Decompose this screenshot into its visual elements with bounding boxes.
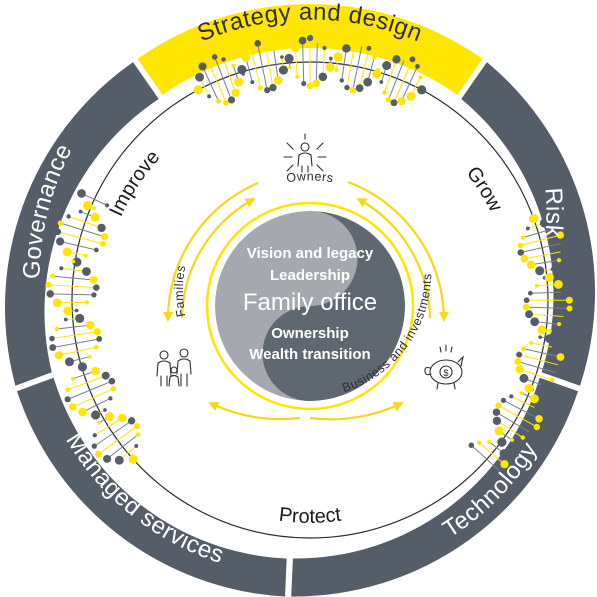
arrow-bottom-left [208, 401, 301, 421]
core-wealth-transition: Wealth transition [249, 346, 370, 363]
dna-strands [45, 34, 573, 477]
arrow-owners-to-business [347, 180, 449, 322]
arrow-families-to-owners [180, 198, 256, 319]
arrow-bottom-right [309, 401, 404, 421]
cycle-arrows [163, 180, 449, 421]
core-vision: Vision and legacy [247, 245, 374, 262]
svg-text:$: $ [443, 368, 448, 378]
segment-strategy [137, 4, 483, 95]
segment-governance [4, 62, 159, 386]
segment-managed-services [17, 377, 287, 597]
core-ownership: Ownership [271, 325, 349, 342]
core-title: Family office [243, 289, 377, 316]
segment-technology [291, 377, 578, 597]
label-risk: Risk [539, 187, 567, 239]
families-icon [156, 348, 192, 387]
label-owners: Owners [285, 169, 334, 185]
core-circle: Vision and legacy Leadership Family offi… [205, 201, 415, 411]
core-leadership: Leadership [270, 267, 350, 284]
arrow-business-to-owners [356, 198, 432, 319]
label-improve: Improve [105, 146, 164, 219]
label-protect: Protect [278, 504, 343, 528]
label-families: Families [172, 264, 189, 318]
label-grow: Grow [462, 162, 507, 215]
arrow-owners-to-families [163, 181, 259, 322]
owners-icon [283, 133, 327, 173]
piggy-bank-icon: $ [424, 344, 464, 390]
segment-risk [461, 62, 595, 386]
outer-ring [4, 4, 595, 597]
